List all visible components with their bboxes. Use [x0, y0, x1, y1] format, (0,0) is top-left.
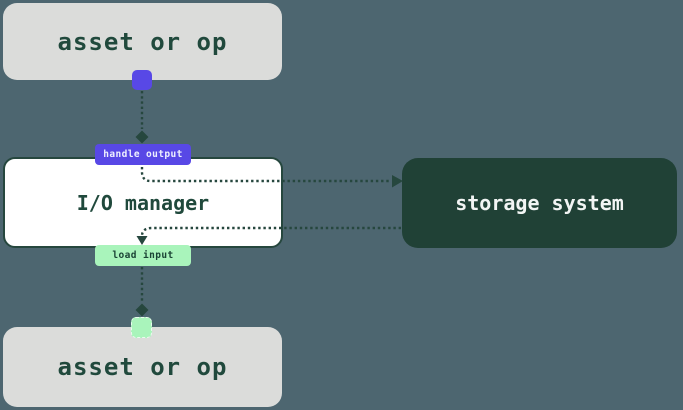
node-asset-bottom: asset or op — [3, 327, 282, 407]
diamond-arrowhead-output — [135, 130, 149, 144]
load-input-badge-label: load input — [112, 250, 174, 261]
node-io-manager: I/O manager — [3, 157, 283, 248]
output-port-marker — [132, 70, 152, 90]
handle-output-badge-label: handle output — [103, 149, 183, 160]
node-asset-top: asset or op — [3, 3, 282, 80]
node-io-manager-label: I/O manager — [76, 190, 210, 215]
input-port-marker — [131, 317, 152, 338]
load-input-badge: load input — [95, 245, 191, 266]
diamond-arrowhead-input — [135, 303, 149, 317]
handle-output-badge: handle output — [95, 144, 191, 165]
node-asset-top-label: asset or op — [57, 27, 228, 56]
node-asset-bottom-label: asset or op — [57, 353, 228, 381]
node-storage-system: storage system — [402, 158, 677, 248]
node-storage-system-label: storage system — [455, 191, 624, 215]
